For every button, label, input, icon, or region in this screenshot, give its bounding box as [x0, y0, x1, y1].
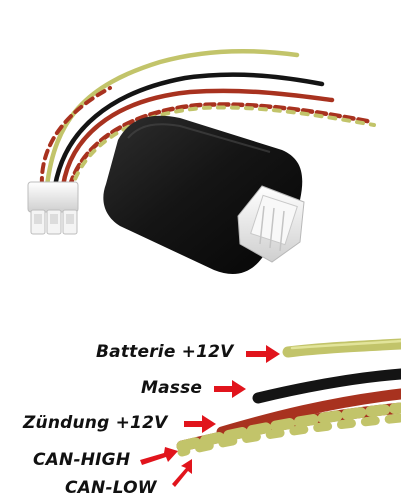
wire-ends	[176, 338, 401, 457]
small-connector	[27, 181, 79, 235]
wire-yellow	[44, 49, 300, 189]
label-zuendung: Zündung +12V	[23, 413, 168, 433]
wire-end-black	[252, 368, 401, 404]
arrow-batterie	[246, 345, 280, 363]
wire-harness	[39, 49, 376, 190]
label-can-high: CAN-HIGH	[33, 450, 131, 470]
wire-end-red	[216, 388, 401, 438]
arrow-masse	[214, 380, 246, 398]
arrow-zuendung	[184, 415, 216, 433]
twisted-pair-red	[67, 102, 375, 189]
twisted-pair-yellow	[70, 105, 376, 190]
wire-end-yellow	[282, 338, 401, 358]
arrows	[140, 345, 280, 487]
twisted-pair-yellow-end	[176, 402, 401, 452]
wire-black	[52, 72, 325, 189]
label-batterie: Batterie +12V	[96, 342, 234, 362]
arrow-can-low	[172, 459, 192, 487]
label-masse: Masse	[141, 378, 203, 398]
label-can-low: CAN-LOW	[65, 478, 157, 498]
arrow-can-high	[140, 447, 178, 465]
wire-red	[60, 88, 335, 189]
module-connector	[237, 185, 305, 263]
